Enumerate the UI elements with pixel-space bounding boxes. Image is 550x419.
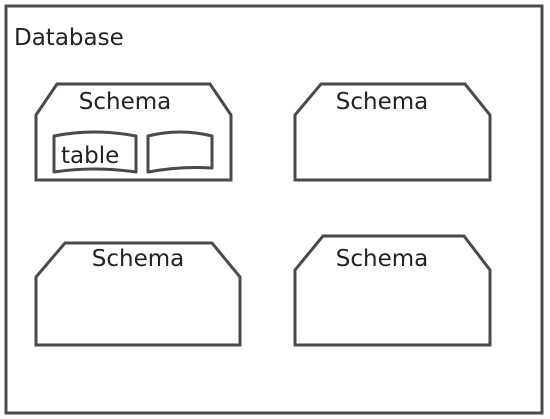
database-label: Database [14, 25, 124, 51]
schema-3: Schema [34, 241, 242, 347]
schema-shape [34, 241, 242, 347]
table-shape [146, 130, 214, 174]
database-container: Database [4, 4, 544, 415]
schema-2: Schema [293, 82, 492, 182]
table-1: table [52, 130, 138, 174]
schema-shape [293, 234, 492, 347]
table-shape [52, 130, 138, 174]
schema-4: Schema [293, 234, 492, 347]
database-border [4, 4, 544, 415]
schema-label: Schema [336, 89, 428, 115]
table-2 [146, 130, 214, 174]
schema-shape [293, 82, 492, 182]
schema-1: Schema table [34, 82, 233, 182]
table-label: table [61, 143, 119, 169]
schema-label: Schema [79, 89, 171, 115]
schema-label: Schema [92, 246, 184, 272]
schema-label: Schema [336, 246, 428, 272]
